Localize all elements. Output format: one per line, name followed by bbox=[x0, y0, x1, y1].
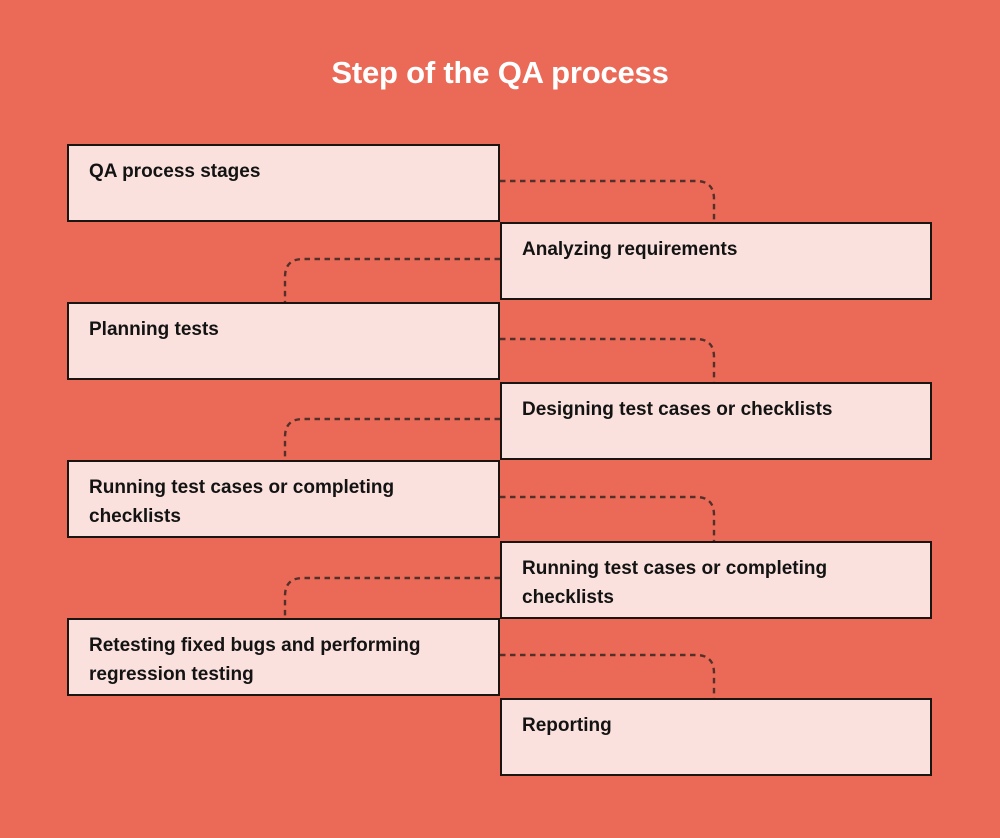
process-box-label: Running test cases or completing checkli… bbox=[89, 477, 395, 527]
process-box: Planning tests bbox=[67, 302, 500, 380]
process-box: QA process stages bbox=[67, 144, 500, 222]
connector-path bbox=[500, 653, 716, 698]
connector-path bbox=[500, 337, 716, 382]
page-title: Step of the QA process bbox=[331, 55, 669, 90]
process-box-label: Designing test cases or checklists bbox=[522, 399, 833, 420]
process-box-label: QA process stages bbox=[89, 161, 261, 182]
process-box: Analyzing requirements bbox=[500, 222, 932, 300]
process-box: Running test cases or completing checkli… bbox=[500, 541, 932, 619]
connector-path bbox=[283, 257, 500, 302]
process-box: Designing test cases or checklists bbox=[500, 382, 932, 460]
connector-path bbox=[283, 417, 500, 460]
connector-path bbox=[500, 495, 716, 541]
process-box-label: Planning tests bbox=[89, 319, 219, 340]
process-box-label: Running test cases or completing checkli… bbox=[522, 558, 828, 608]
process-box-label: Reporting bbox=[522, 715, 612, 736]
process-box-label: Analyzing requirements bbox=[522, 239, 738, 260]
process-box: Reporting bbox=[500, 698, 932, 776]
connector-path bbox=[283, 576, 500, 618]
connector-path bbox=[500, 179, 716, 222]
process-box: Running test cases or completing checkli… bbox=[67, 460, 500, 538]
process-box: Retesting fixed bugs and performing regr… bbox=[67, 618, 500, 696]
process-box-label: Retesting fixed bugs and performing regr… bbox=[89, 635, 421, 685]
